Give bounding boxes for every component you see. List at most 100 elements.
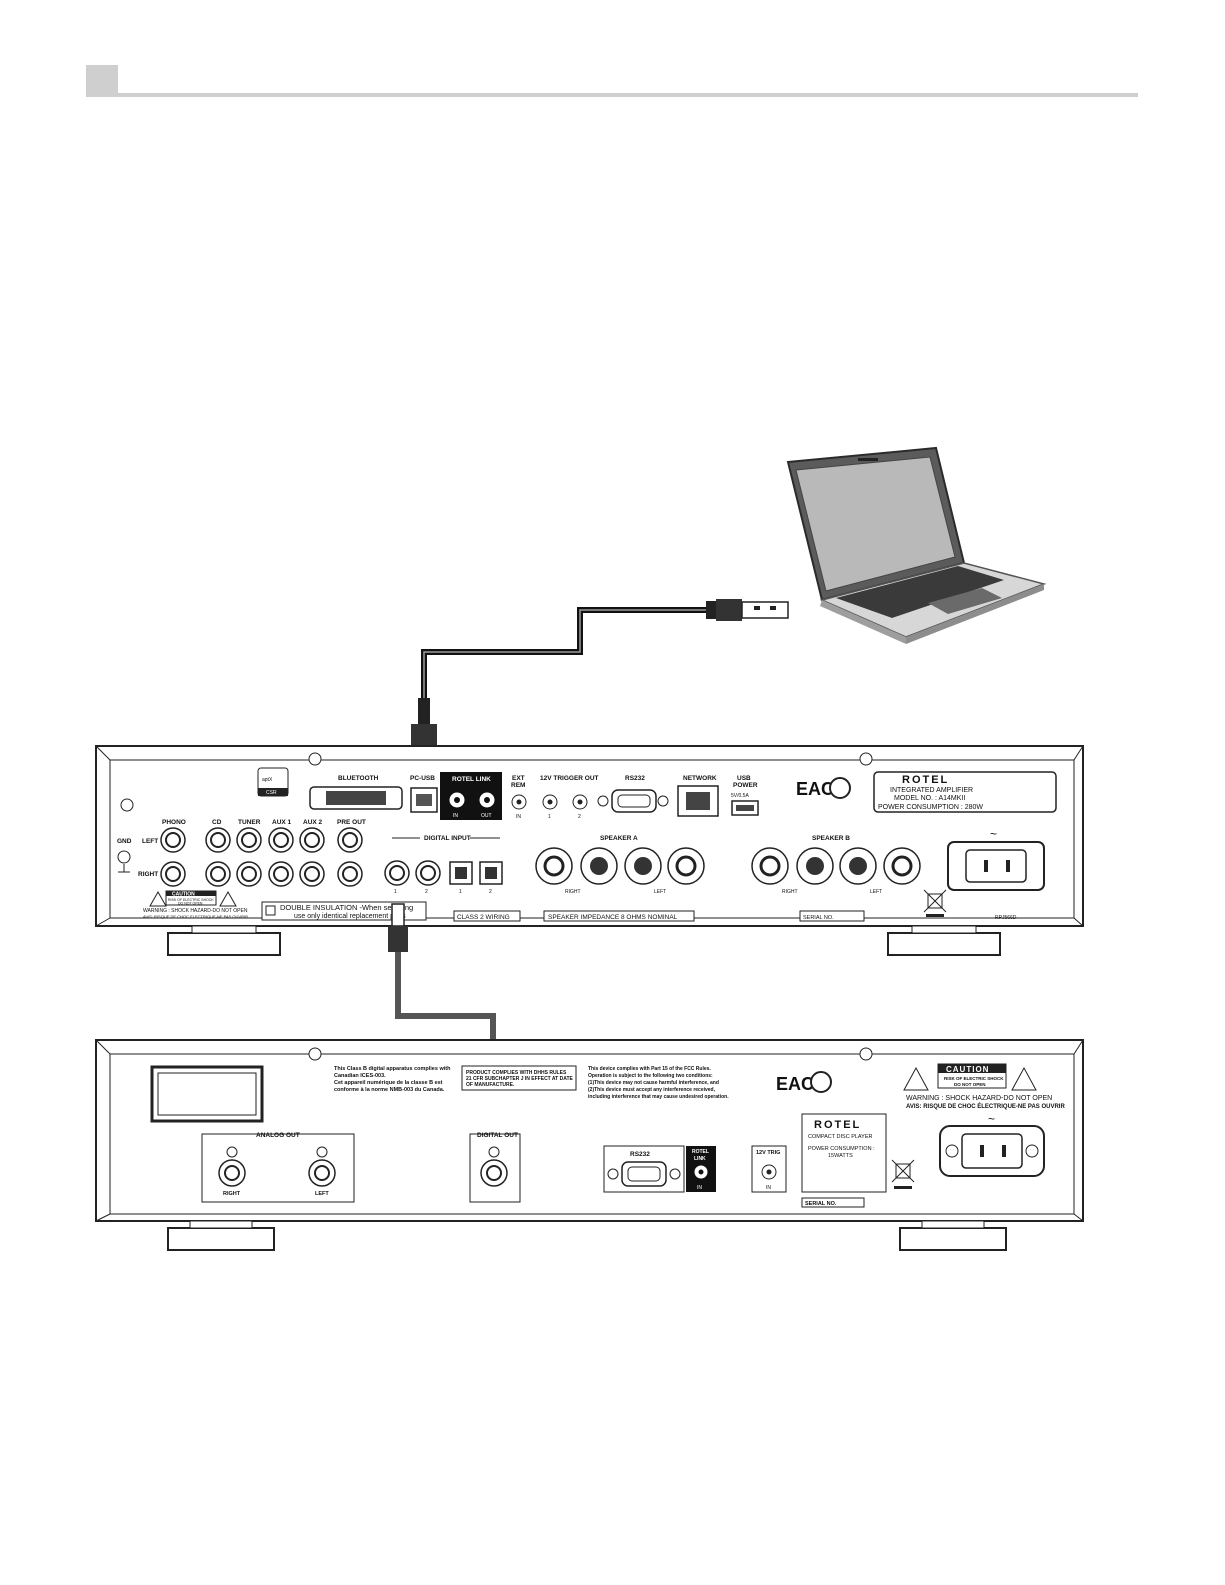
ext-rem-in-label: IN — [516, 814, 521, 820]
pre-out-label: PRE OUT — [337, 819, 366, 826]
digital-coax-1-label: 1 — [394, 889, 397, 895]
network-port — [677, 785, 719, 817]
usb-power-label: USB — [737, 775, 751, 782]
cd-caution-sub-2: DO NOT OPEN — [954, 1082, 986, 1087]
trigger-out-label: 12V TRIGGER OUT — [540, 775, 599, 782]
coax-plug-top-tip — [391, 903, 405, 927]
pc-usb-label: PC-USB — [410, 775, 435, 782]
usb-a-plug-body — [716, 599, 742, 621]
amp-left-label: LEFT — [142, 838, 158, 845]
class2-label: CLASS 2 WIRING — [457, 914, 510, 921]
analog-out-label: ANALOG OUT — [256, 1132, 300, 1139]
speaker-a-left-label: LEFT — [654, 889, 666, 895]
class-b-text-1: This Class B digital apparatus complies … — [334, 1066, 451, 1072]
digital-optical-1-label: 1 — [459, 889, 462, 895]
amp-model: MODEL NO. : A14MKII — [894, 795, 965, 802]
double-insulation-text: DOUBLE INSULATION -When servicing — [280, 903, 413, 912]
speaker-b-label: SPEAKER B — [812, 835, 850, 842]
cd-power-1: POWER CONSUMPTION : — [808, 1146, 875, 1152]
fcc-text-3: (1)This device may not cause harmful int… — [588, 1080, 719, 1086]
digital-out-label: DIGITAL OUT — [477, 1132, 518, 1139]
fcc-text-5: including interference that may cause un… — [588, 1094, 729, 1100]
cd-caution-label: CAUTION — [946, 1065, 989, 1074]
fcc-text-1: This device complies with Part 15 of the… — [588, 1066, 711, 1072]
amplifier-rear-panel: aptX CSR BLUETOOTH PC-USB ROTEL LINK IN … — [95, 745, 1084, 956]
amp-foot-left — [167, 932, 281, 956]
rotel-link-in-label: IN — [453, 813, 458, 819]
csr-label: CSR — [266, 790, 277, 796]
fcc-text-4: (2)This device must accept any interfere… — [588, 1087, 716, 1093]
amp-avis-text: AVIS: RISQUE DE CHOC ELECTRIQUE-NE PAS O… — [143, 914, 248, 919]
amp-power: POWER CONSUMPTION : 280W — [878, 804, 983, 811]
ext-rem-label-2: REM — [511, 782, 525, 789]
gnd-label: GND — [117, 838, 132, 845]
amp-serial-label: SERIAL NO. — [803, 915, 834, 921]
section-header-bar — [86, 65, 1138, 97]
amp-caution-sub: RISK OF ELECTRIC SHOCK — [168, 898, 214, 902]
cd-brand: ROTEL — [814, 1119, 861, 1131]
weee-bin-icon — [923, 889, 947, 917]
amp-warning-triangle-right — [219, 890, 237, 907]
aux1-label: AUX 1 — [272, 819, 292, 826]
cd-warning-triangle-right — [1011, 1066, 1037, 1091]
cd-rotel-link-label: ROTEL — [692, 1149, 709, 1155]
cd-label: CD — [212, 819, 222, 826]
fcc-text-2: Operation is subject to the following tw… — [588, 1073, 713, 1079]
amp-brand: ROTEL — [902, 774, 949, 786]
trigger-1-label: 1 — [548, 814, 551, 820]
cd-rs232-label: RS232 — [630, 1151, 650, 1158]
usb-a-strain-relief — [706, 601, 716, 619]
dhhs-text-1: PRODUCT COMPLIES WITH DHHS RULES — [466, 1070, 567, 1076]
cd-rcm-mark — [810, 1071, 832, 1093]
cd-trigger-label: 12V TRIG — [756, 1150, 780, 1156]
rotel-link-out-label: OUT — [481, 813, 492, 819]
class2-box — [453, 910, 521, 922]
eac-mark: EAC — [796, 779, 834, 799]
class-b-text-2: Canadian ICES-003. — [334, 1073, 386, 1079]
cd-rating-plate — [801, 1113, 887, 1193]
dhhs-text-2: 21 CFR SUBCHAPTER J IN EFFECT AT DATE — [466, 1076, 574, 1082]
cd-weee-bin-icon — [891, 1159, 915, 1189]
dhhs-text-3: OF MANUFACTURE. — [466, 1082, 515, 1088]
impedance-label: SPEAKER IMPEDANCE 8 OHMS NOMINAL — [548, 914, 678, 921]
cd-serial-label: SERIAL NO. — [805, 1201, 837, 1207]
analog-out-left-label: LEFT — [315, 1191, 329, 1197]
cd-power-2: 15WATTS — [828, 1153, 853, 1159]
network-label: NETWORK — [683, 775, 717, 782]
cd-rotel-link-in: IN — [697, 1185, 702, 1191]
class-b-text-4: conforme à la norme NMB-003 du Canada. — [334, 1087, 445, 1093]
amp-warning-text: WARNING : SHOCK HAZARD-DO NOT OPEN — [143, 908, 248, 914]
cd-ac-symbol: ~ — [988, 1112, 995, 1126]
cd-trigger-in: IN — [766, 1185, 771, 1191]
double-insulation-text-2: use only identical replacement parts — [294, 913, 406, 920]
laptop-illustration — [786, 446, 1047, 644]
analog-out-right-label: RIGHT — [223, 1191, 241, 1197]
speaker-a-right-label: RIGHT — [565, 889, 581, 895]
amp-caution-sub-2: DO NOT OPEN — [178, 902, 203, 906]
cd-eac-mark: EAC — [776, 1074, 814, 1094]
section-header-rule — [118, 93, 1138, 97]
coax-plug-top-body — [388, 926, 408, 952]
bluetooth-label: BLUETOOTH — [338, 775, 379, 782]
cd-serial-box — [801, 1197, 865, 1208]
usb-a-plug-tip — [741, 601, 789, 619]
tuner-label: TUNER — [238, 819, 261, 826]
amp-right-label: RIGHT — [138, 871, 158, 878]
cd-warning-text: WARNING : SHOCK HAZARD-DO NOT OPEN — [906, 1095, 1052, 1102]
aptx-label: aptX — [262, 777, 273, 783]
digital-input-label: DIGITAL INPUT — [424, 835, 471, 842]
ac-symbol: ~ — [990, 827, 997, 841]
digital-optical-2-label: 2 — [489, 889, 492, 895]
cd-rotel-link-label-2: LINK — [694, 1156, 706, 1162]
cd-product: COMPACT DISC PLAYER — [808, 1134, 873, 1140]
cd-warning-triangle-left — [903, 1066, 929, 1091]
phono-label: PHONO — [162, 819, 186, 826]
aux2-label: AUX 2 — [303, 819, 323, 826]
usb-power-rating: 5V/0.5A — [731, 793, 749, 799]
cd-foot-right — [899, 1227, 1007, 1251]
digital-coax-2-label: 2 — [425, 889, 428, 895]
cd-avis-text: AVIS: RISQUE DE CHOC ÉLECTRIQUE-NE PAS O… — [906, 1102, 1065, 1110]
ext-rem-label: EXT — [512, 775, 525, 782]
speaker-b-right-label: RIGHT — [782, 889, 798, 895]
impedance-box — [543, 910, 695, 922]
